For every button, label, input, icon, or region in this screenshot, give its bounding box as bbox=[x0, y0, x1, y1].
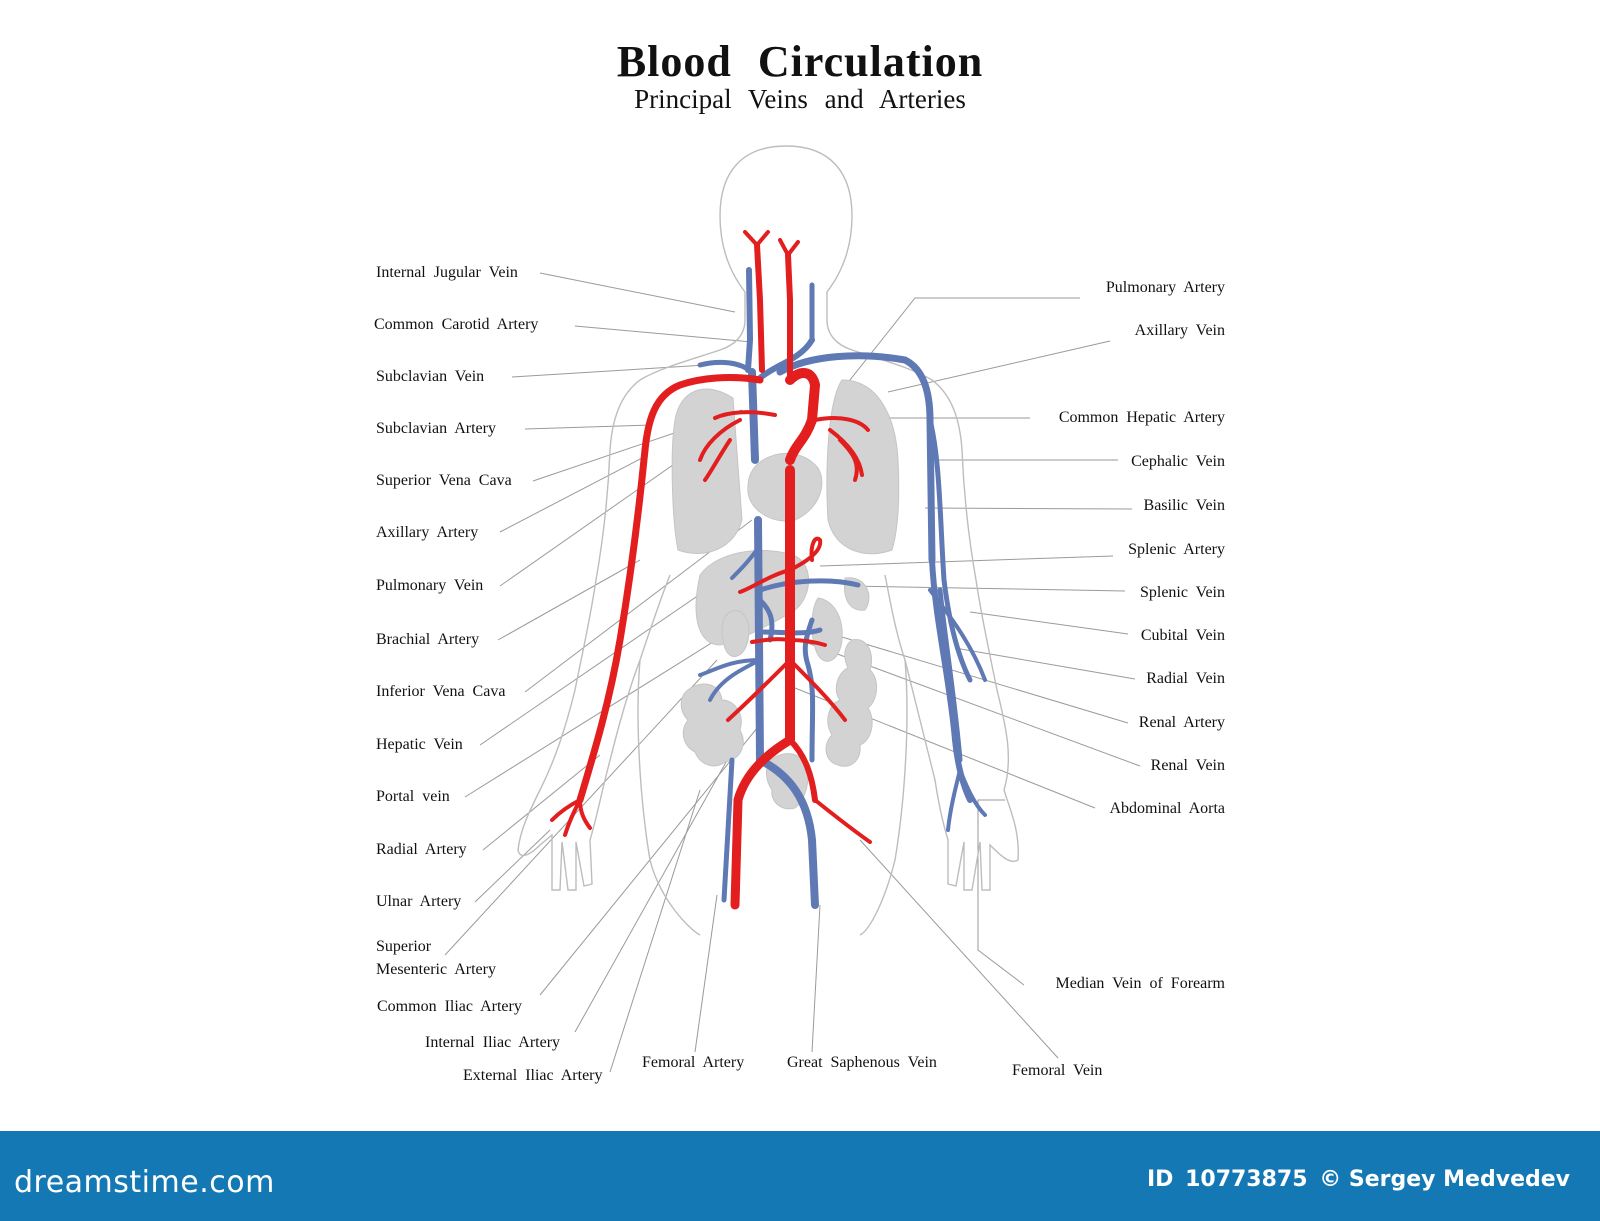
carotid-branches-right bbox=[743, 230, 770, 247]
mesenteric-veins bbox=[698, 658, 762, 702]
internal-iliac-left bbox=[813, 798, 872, 844]
diagram-title: Blood Circulation bbox=[616, 37, 984, 86]
label-hepatic-vein: Hepatic Vein bbox=[376, 736, 463, 753]
aortic-arch bbox=[785, 368, 821, 465]
pulmonary-arteries-left bbox=[813, 416, 870, 482]
label-ulnar-artery: Ulnar Artery bbox=[376, 893, 462, 910]
label-pulmonary-vein: Pulmonary Vein bbox=[376, 577, 484, 594]
label-splenic-artery: Splenic Artery bbox=[1128, 541, 1225, 558]
label-superior-vena-cava: Superior Vena Cava bbox=[376, 472, 512, 489]
footer-bar: dreamstime.com ID 10773875 © Sergey Medv… bbox=[0, 1131, 1600, 1221]
median-vein-forearm bbox=[928, 588, 987, 682]
right-kidney bbox=[721, 610, 750, 657]
label-brachial-artery: Brachial Artery bbox=[376, 631, 480, 648]
label-median-vein-of-forearm: Median Vein of Forearm bbox=[1055, 975, 1225, 992]
internal-jugular-vein-right bbox=[745, 267, 754, 373]
pulmonary-arteries-right bbox=[698, 410, 777, 482]
superior-mesenteric-artery bbox=[726, 658, 847, 722]
label-cubital-vein: Cubital Vein bbox=[1140, 627, 1225, 644]
axillary-vein bbox=[776, 352, 936, 564]
label-radial-vein: Radial Vein bbox=[1146, 670, 1225, 687]
common-iliac-left bbox=[787, 737, 818, 803]
common-iliac-right bbox=[730, 735, 795, 910]
label-inferior-vena-cava: Inferior Vena Cava bbox=[376, 683, 506, 700]
left-veins-branch bbox=[802, 617, 816, 763]
image-id: 10773875 bbox=[1185, 1167, 1308, 1192]
arteries bbox=[550, 230, 872, 910]
label-external-iliac-artery: External Iliac Artery bbox=[463, 1067, 603, 1084]
label-axillary-vein: Axillary Vein bbox=[1134, 322, 1225, 339]
body-outline bbox=[517, 145, 1019, 936]
dreamstime-logo: dreamstime.com bbox=[14, 1165, 275, 1200]
common-carotid-artery-left bbox=[785, 252, 793, 383]
heart bbox=[747, 452, 823, 522]
label-renal-vein: Renal Vein bbox=[1150, 757, 1225, 774]
hepatic-vein bbox=[730, 546, 760, 580]
id-label: ID bbox=[1146, 1167, 1174, 1192]
label-cephalic-vein: Cephalic Vein bbox=[1131, 453, 1225, 470]
label-splenic-vein: Splenic Vein bbox=[1139, 584, 1225, 601]
label-femoral-artery: Femoral Artery bbox=[642, 1054, 745, 1071]
label-internal-jugular-vein: Internal Jugular Vein bbox=[376, 264, 518, 281]
label-abdominal-aorta: Abdominal Aorta bbox=[1109, 800, 1225, 817]
portal-vein bbox=[757, 597, 775, 643]
renal-artery bbox=[750, 637, 827, 647]
label-pulmonary-artery: Pulmonary Artery bbox=[1105, 279, 1225, 296]
label-femoral-vein: Femoral Vein bbox=[1012, 1062, 1103, 1079]
organs bbox=[671, 379, 900, 810]
label-common-hepatic-artery: Common Hepatic Artery bbox=[1058, 409, 1225, 426]
femoral-vein-right bbox=[721, 757, 735, 903]
label-basilic-vein: Basilic Vein bbox=[1143, 497, 1225, 514]
image-credit: ID 10773875 © Sergey Medvedev bbox=[1147, 1167, 1574, 1192]
author-credit: © Sergey Medvedev bbox=[1319, 1167, 1570, 1192]
subclavian-artery bbox=[641, 374, 764, 454]
superior-vena-cava bbox=[748, 368, 759, 464]
label-superior-mesenteric-line2: Mesenteric Artery bbox=[376, 961, 496, 978]
label-common-iliac-artery: Common Iliac Artery bbox=[377, 998, 522, 1015]
label-superior-mesenteric-line1: Superior bbox=[376, 938, 432, 955]
label-radial-artery: Radial Artery bbox=[376, 841, 467, 858]
splenic-artery bbox=[788, 536, 823, 572]
label-axillary-artery: Axillary Artery bbox=[376, 524, 479, 541]
label-renal-artery: Renal Artery bbox=[1138, 714, 1225, 731]
radial-ulnar-artery bbox=[550, 798, 592, 837]
label-portal-vein: Portal vein bbox=[376, 788, 450, 805]
carotid-branches-left bbox=[778, 238, 800, 257]
cephalic-vein bbox=[927, 417, 973, 683]
left-lung bbox=[826, 379, 900, 555]
label-great-saphenous-vein: Great Saphenous Vein bbox=[787, 1054, 937, 1071]
common-carotid-artery-right bbox=[754, 242, 765, 373]
label-common-carotid-artery: Common Carotid Artery bbox=[374, 316, 539, 333]
veins bbox=[697, 267, 987, 909]
leader-lines bbox=[444, 272, 1141, 1073]
stomach bbox=[843, 577, 870, 611]
circulation-diagram bbox=[444, 145, 1141, 1073]
label-subclavian-vein: Subclavian Vein bbox=[376, 368, 485, 385]
label-internal-iliac-artery: Internal Iliac Artery bbox=[425, 1034, 561, 1051]
label-subclavian-artery: Subclavian Artery bbox=[376, 420, 496, 437]
subclavian-vein bbox=[697, 359, 755, 375]
common-hepatic-artery bbox=[738, 568, 792, 594]
intestine-left bbox=[680, 683, 744, 767]
hand-veins bbox=[946, 768, 987, 832]
splenic-vein bbox=[757, 578, 861, 593]
intestine-right bbox=[825, 639, 877, 767]
brachial-artery bbox=[576, 446, 649, 804]
iliac-femoral-vein bbox=[756, 756, 819, 909]
diagram-subtitle: Principal Veins and Arteries bbox=[634, 84, 966, 114]
